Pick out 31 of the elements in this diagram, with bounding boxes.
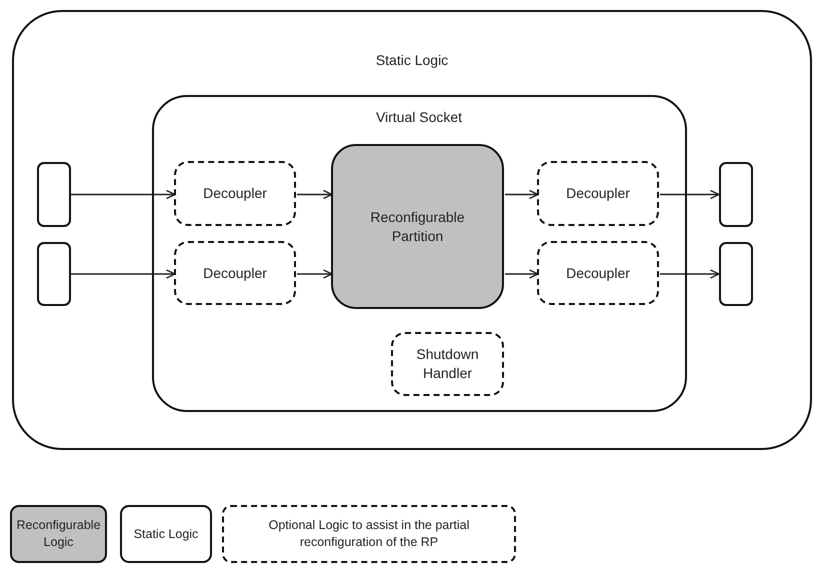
block-label: Decoupler [202, 184, 268, 203]
arrow [660, 190, 720, 200]
port-box [36, 162, 70, 226]
optional-block [174, 241, 296, 305]
container-title: Static Logic [376, 52, 448, 68]
container-box [12, 10, 812, 450]
arrow [297, 269, 333, 279]
block-label: Decoupler [565, 264, 631, 282]
optional-block [391, 332, 504, 396]
port-box [718, 242, 752, 306]
arrow [71, 190, 176, 200]
process-box [331, 144, 504, 309]
arrow [660, 269, 720, 279]
container-box [152, 94, 686, 412]
legend-key: Reconfigurable Logic [10, 505, 107, 563]
container-title: Virtual Socket [376, 108, 462, 124]
block-label: Decoupler [202, 264, 268, 282]
port-box [36, 242, 70, 306]
optional-block [537, 241, 659, 305]
arrow [71, 269, 176, 279]
arrow [505, 269, 539, 279]
block-label: Shutdown Handler [415, 345, 480, 383]
arrow [297, 190, 333, 200]
port-box [718, 162, 752, 226]
legend-key: Optional Logic to assist in the partial reconfiguration of the RP [222, 505, 516, 563]
optional-block [537, 161, 659, 226]
block-label: Decoupler [565, 184, 631, 203]
optional-block [174, 161, 296, 226]
arrow [505, 190, 539, 200]
block-label: Reconfigurable Partition [369, 208, 466, 246]
legend-key: Static Logic [120, 505, 212, 563]
